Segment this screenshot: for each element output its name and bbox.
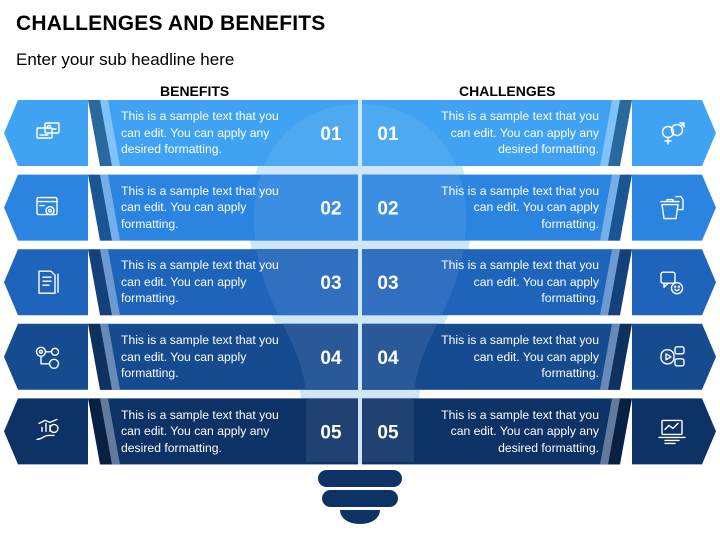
benefit-text-2: This is a sample text that you can edit.… [121, 175, 301, 241]
benefit-text-content: This is a sample text that you can edit.… [121, 258, 279, 306]
dashboard-laptop-icon [658, 419, 686, 445]
benefit-fold-light-4 [100, 323, 120, 390]
challenge-fold-light-2 [600, 174, 620, 241]
benefit-fold-light-1 [100, 100, 120, 166]
bulb-base [318, 470, 402, 524]
benefit-fold-5 [88, 398, 112, 465]
benefit-text-1: This is a sample text that you can edit.… [121, 100, 301, 166]
benefit-text-5: This is a sample text that you can edit.… [121, 398, 301, 464]
challenge-tab-5 [632, 398, 716, 465]
challenge-fold-3 [608, 249, 632, 316]
benefit-text-4: This is a sample text that you can edit.… [121, 324, 301, 390]
benefit-tab-3 [4, 249, 88, 316]
document-pencil-icon [38, 270, 59, 294]
challenge-text-content: This is a sample text that you can edit.… [441, 109, 599, 157]
challenge-number-4: 04 [377, 348, 399, 369]
benefit-number-3: 03 [320, 273, 341, 294]
challenge-text-content: This is a sample text that you can edit.… [441, 183, 599, 231]
row-3: 03 03 [4, 249, 716, 316]
id-cards-icon [36, 122, 60, 139]
analytics-hand-icon [36, 418, 59, 441]
bulb-base-tip [340, 510, 380, 524]
benefit-number-4: 04 [320, 348, 342, 369]
challenge-number-3: 03 [377, 273, 398, 294]
challenge-text-3: This is a sample text that you can edit.… [419, 249, 599, 315]
benefit-fold-3 [88, 249, 112, 316]
bulb-segment-right-2 [362, 174, 467, 241]
challenge-fold-2 [608, 174, 632, 241]
benefit-number-5: 05 [320, 422, 342, 443]
challenge-text-1: This is a sample text that you can edit.… [419, 100, 599, 166]
benefit-text-content: This is a sample text that you can edit.… [121, 109, 279, 157]
benefit-number-2: 02 [320, 199, 341, 220]
feedback-icon [660, 271, 684, 295]
benefit-number-1: 01 [320, 124, 342, 145]
challenge-text-4: This is a sample text that you can edit.… [419, 324, 599, 390]
challenge-fold-light-3 [600, 249, 620, 316]
bulb-segment-2 [253, 174, 467, 241]
benefit-fold-light-3 [100, 249, 120, 316]
column-heading-challenges: CHALLENGES [459, 83, 556, 99]
challenge-fold-light-1 [600, 100, 620, 166]
bulb-segment-left-2 [253, 174, 358, 241]
benefit-fold-light-2 [100, 174, 120, 241]
benefit-fold-4 [88, 323, 112, 390]
gender-symbols-icon [661, 122, 685, 145]
benefit-text-content: This is a sample text that you can edit.… [121, 333, 279, 381]
row-5: 05 05 [4, 398, 716, 465]
bulb-base-ring-1 [318, 470, 402, 487]
benefit-tab-2 [4, 174, 88, 241]
challenge-number-2: 02 [377, 199, 398, 220]
challenge-text-2: This is a sample text that you can edit.… [419, 175, 599, 241]
column-heading-benefits: BENEFITS [160, 83, 230, 99]
benefit-fold-light-5 [100, 398, 120, 465]
challenge-text-content: This is a sample text that you can edit.… [441, 333, 599, 381]
benefit-tab-4 [4, 323, 88, 390]
page-title: CHALLENGES AND BENEFITS [16, 12, 326, 35]
workflow-gears-icon [35, 346, 60, 369]
challenge-fold-4 [608, 323, 632, 390]
row-1: 01 01 [4, 100, 716, 166]
challenge-text-content: This is a sample text that you can edit.… [441, 407, 599, 455]
challenge-fold-1 [608, 100, 632, 166]
settings-window-icon [36, 196, 58, 216]
challenge-text-content: This is a sample text that you can edit.… [441, 258, 599, 306]
challenge-fold-light-5 [600, 398, 620, 465]
benefit-text-content: This is a sample text that you can edit.… [121, 407, 279, 455]
benefit-text-content: This is a sample text that you can edit.… [121, 183, 279, 231]
challenge-tab-2 [632, 174, 716, 241]
benefit-fold-1 [88, 100, 112, 166]
benefit-fold-2 [88, 174, 112, 241]
challenge-fold-light-4 [600, 323, 620, 390]
media-chat-icon [660, 346, 685, 367]
row-2: 02 02 [4, 174, 716, 241]
trash-folder-icon [660, 195, 684, 220]
benefit-text-3: This is a sample text that you can edit.… [121, 249, 301, 315]
bulb-base-ring-2 [322, 490, 398, 507]
row-4: 04 04 [4, 323, 716, 390]
challenge-fold-5 [608, 398, 632, 465]
page-subtitle: Enter your sub headline here [16, 50, 235, 69]
challenge-number-1: 01 [377, 124, 399, 145]
challenge-number-5: 05 [377, 422, 399, 443]
challenge-text-5: This is a sample text that you can edit.… [419, 398, 599, 464]
